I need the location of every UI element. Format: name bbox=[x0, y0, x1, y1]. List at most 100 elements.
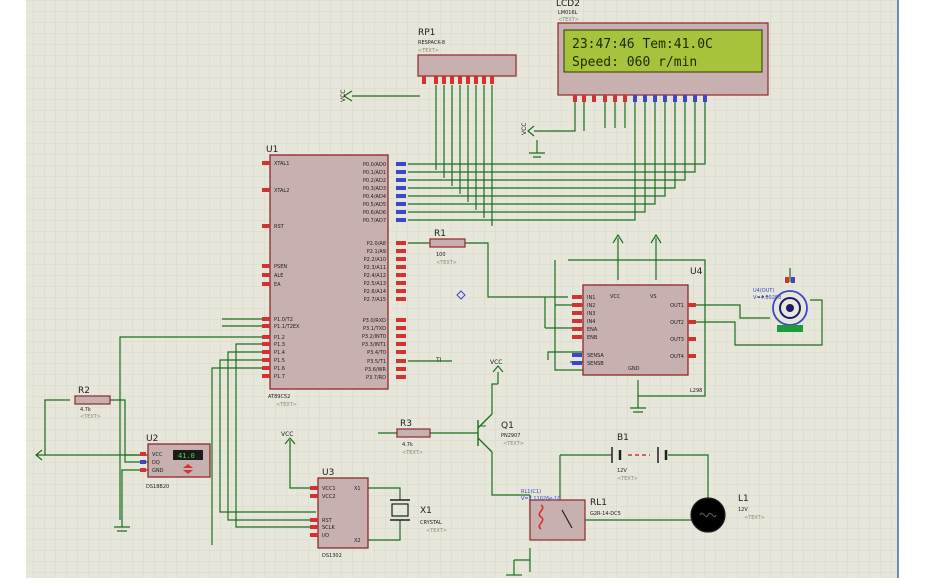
b1-battery[interactable]: B1 12V <TEXT> bbox=[611, 433, 668, 482]
u2-temperature-sensor[interactable]: 41.0 VCC DQ GND U2 DS18B20 bbox=[140, 434, 211, 490]
u1-text: <TEXT> bbox=[276, 402, 297, 408]
lcd-module[interactable]: 23:47:46 Tem:41.0C Speed: 060 r/min LCD2… bbox=[556, 0, 769, 102]
u4-in-pin bbox=[572, 311, 582, 315]
lcd-text: <TEXT> bbox=[558, 17, 579, 23]
r3-value: 4.7k bbox=[402, 442, 413, 448]
rp1-ref: RP1 bbox=[418, 28, 435, 38]
u1-p2-label: P2.7/A15 bbox=[364, 297, 386, 303]
u1-p0-label: P0.6/AD6 bbox=[363, 210, 386, 216]
u1-left-label: P1.3 bbox=[274, 342, 285, 348]
u1-p3-label: P3.6/WR bbox=[365, 367, 387, 373]
rl1-relay[interactable]: RL1 G2R-14-DC5 RL1(C1) V=2.11026e-10 bbox=[521, 489, 621, 541]
u1-p3-pin bbox=[396, 350, 406, 354]
u3-ref: U3 bbox=[322, 468, 334, 478]
lcd-ref: LCD2 bbox=[556, 0, 580, 9]
q1-ref: Q1 bbox=[501, 421, 514, 431]
u1-left-pin bbox=[262, 335, 270, 339]
u2-pin-dq: DQ bbox=[152, 460, 160, 466]
u4-vs-pin: VS bbox=[650, 294, 657, 300]
u2-part: DS18B20 bbox=[146, 484, 169, 490]
u1-p0-pin bbox=[396, 170, 406, 174]
u1-microcontroller[interactable]: U1 AT89C52 <TEXT> XTAL1XTAL2RSTPSENALEEA… bbox=[262, 145, 406, 408]
u1-p2-pin bbox=[396, 249, 406, 253]
l1-ref: L1 bbox=[738, 494, 749, 504]
u1-left-pin bbox=[262, 273, 270, 277]
r2-text: <TEXT> bbox=[80, 414, 101, 420]
u4-in-label: IN1 bbox=[587, 295, 595, 301]
q1-part: PN2907 bbox=[501, 433, 520, 439]
u1-p3-pins: P3.0/RXDP3.1/TXDP3.2/INT0P3.3/INT1P3.4/T… bbox=[362, 318, 406, 381]
u4-ref: U4 bbox=[690, 267, 703, 277]
u4-sense-label: SENSA bbox=[587, 353, 604, 359]
vcc-terminal-q1: VCC bbox=[490, 359, 504, 384]
u1-left-label: ALE bbox=[274, 273, 283, 279]
u1-p2-label: P2.4/A12 bbox=[364, 273, 386, 279]
rl1-probe-value: V=2.11026e-10 bbox=[521, 496, 561, 502]
u1-p0-label: P0.1/AD1 bbox=[363, 170, 386, 176]
u3-pin-x1: X1 bbox=[354, 486, 361, 492]
u1-left-label: P1.5 bbox=[274, 358, 285, 364]
u2-ref: U2 bbox=[146, 434, 158, 444]
u3-pin-x2: X2 bbox=[354, 538, 361, 544]
u1-p2-pin bbox=[396, 297, 406, 301]
r1-ref: R1 bbox=[434, 229, 446, 239]
rp1-resistor-pack[interactable]: RP1 RESPACK-8 <TEXT> bbox=[417, 28, 517, 84]
u1-p2-pin bbox=[396, 257, 406, 261]
u1-p2-label: P2.5/A13 bbox=[364, 281, 386, 287]
u1-p2-label: P2.2/A10 bbox=[364, 257, 386, 263]
u1-left-label: P1.0/T2 bbox=[274, 317, 293, 323]
u1-p0-pin bbox=[396, 218, 406, 222]
rp1-part: RESPACK-8 bbox=[418, 40, 445, 46]
u2-display bbox=[173, 450, 203, 460]
u1-left-label: XTAL2 bbox=[274, 188, 289, 194]
rl1-probe-ref: RL1(C1) bbox=[521, 489, 541, 495]
r3-ref: R3 bbox=[400, 419, 412, 429]
lcd-pins bbox=[573, 95, 707, 102]
r2-resistor[interactable]: R2 4.7k <TEXT> bbox=[74, 386, 111, 420]
u1-left-pin bbox=[262, 264, 270, 268]
u1-left-label: P1.6 bbox=[274, 366, 285, 372]
u1-p3-pin bbox=[396, 375, 406, 379]
u1-p3-pin bbox=[396, 334, 406, 338]
x1-crystal[interactable]: X1 CRYSTAL <TEXT> bbox=[390, 499, 447, 534]
q1-transistor[interactable] bbox=[477, 413, 493, 453]
b1-ref: B1 bbox=[617, 433, 629, 443]
u1-left-pin bbox=[262, 358, 270, 362]
vcc-label-rp1: VCC bbox=[340, 90, 347, 102]
u4-in-pin bbox=[572, 303, 582, 307]
u1-p2-label: P2.3/A11 bbox=[364, 265, 386, 271]
u4-in-label: IN4 bbox=[587, 319, 595, 325]
u3-left-label: VCC1 bbox=[322, 486, 336, 492]
u1-left-label: P1.2 bbox=[274, 335, 285, 341]
u1-p3-pin bbox=[396, 359, 406, 363]
u1-left-pin bbox=[262, 350, 270, 354]
probe-marker bbox=[456, 290, 466, 300]
u4-sense-label: SENSB bbox=[587, 361, 604, 367]
u1-p0-label: P0.5/AD5 bbox=[363, 202, 386, 208]
u4-sense-pin bbox=[572, 361, 582, 365]
u1-left-pin bbox=[262, 282, 270, 286]
r1-resistor[interactable]: R1 100 <TEXT> bbox=[429, 229, 466, 266]
lcd-part: LM016L bbox=[558, 10, 578, 16]
u1-p0-pin bbox=[396, 162, 406, 166]
u4-in-label: IN2 bbox=[587, 303, 595, 309]
l1-lamp[interactable]: L1 12V <TEXT> bbox=[690, 494, 765, 533]
power-arrows-u4 bbox=[612, 233, 662, 244]
u1-p3-label: P3.3/INT1 bbox=[362, 342, 386, 348]
u1-part: AT89C52 bbox=[268, 394, 290, 400]
u4-out-pin bbox=[688, 337, 696, 341]
u1-left-pin bbox=[262, 342, 270, 346]
r3-resistor[interactable]: R3 4.7k <TEXT> bbox=[396, 419, 431, 456]
dc-motor[interactable]: U4(OUT) V=4.00288 bbox=[753, 277, 808, 332]
u4-in-label: IN3 bbox=[587, 311, 595, 317]
u1-p0-label: P0.4/AD4 bbox=[363, 194, 386, 200]
lcd-line-1: 23:47:46 Tem:41.0C bbox=[572, 37, 713, 52]
rp1-pins bbox=[422, 76, 494, 84]
u2-pin-vcc: VCC bbox=[152, 452, 163, 458]
